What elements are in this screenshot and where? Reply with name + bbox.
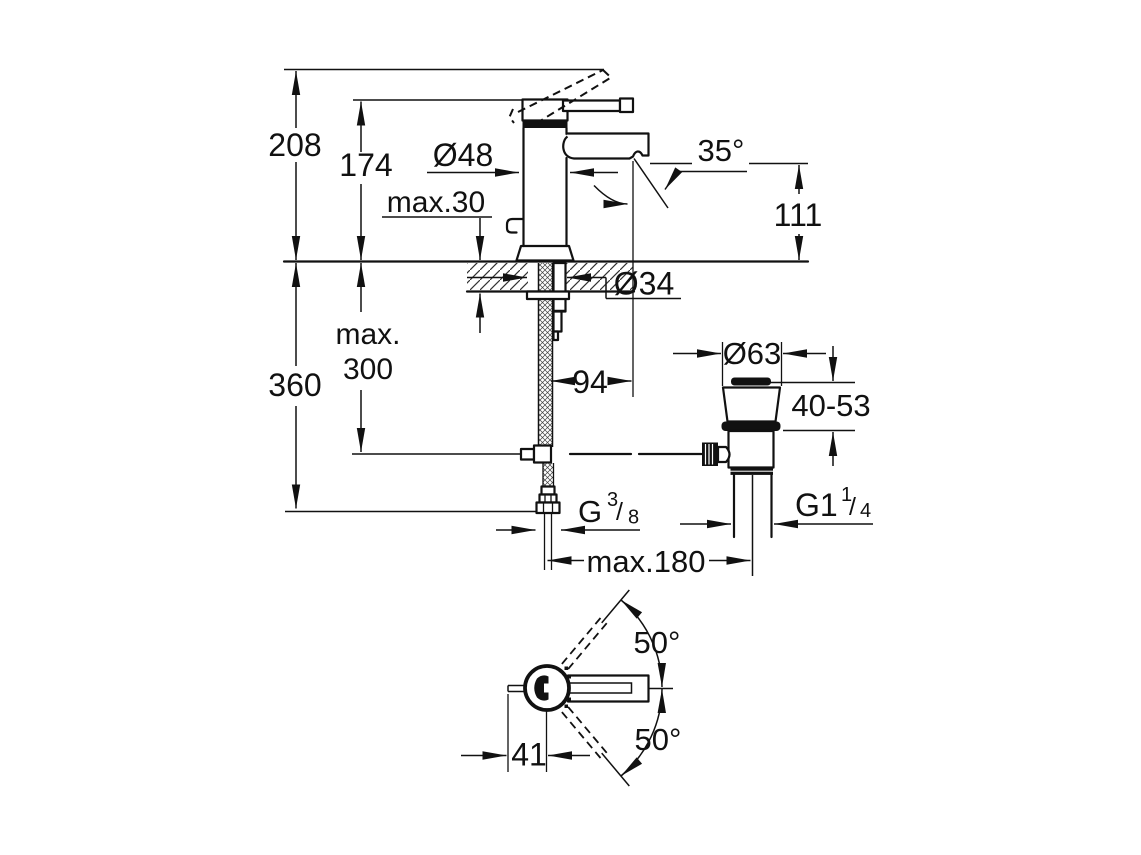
supply-thread-denominator: 8 [628, 507, 639, 529]
body-height-label: 174 [339, 147, 392, 183]
spout [562, 132, 650, 160]
dimension-angle-35: 35° [593, 133, 808, 209]
waste-plug [731, 377, 771, 386]
dimension-diameter-48: Ø48 [427, 137, 618, 177]
waste-thread-slash: / [849, 493, 856, 521]
swivel-angle-upper-label: 50° [634, 625, 681, 660]
cartridge-keyhole [534, 675, 549, 701]
total-height-label: 208 [268, 127, 321, 163]
dimension-swivel-upper-50: 50° [620, 599, 681, 688]
handle-swivel-upper [561, 589, 630, 670]
spout-outlet-height-label: 111 [774, 197, 823, 233]
deck-thickness-label: max.30 [387, 186, 485, 219]
waste-body [727, 429, 775, 469]
waste-thread-numerator: 1 [841, 484, 852, 506]
supply-thread-label: G [578, 494, 602, 529]
mounting-hole-diameter-label: Ø34 [614, 266, 674, 302]
dimension-swivel-lower-50: 50° [620, 688, 682, 777]
pop-up-rod-knob [505, 217, 525, 234]
dimension-max180: max.180 [547, 544, 751, 579]
spout-angle-label: 35° [698, 133, 745, 168]
faucet-side-view [505, 69, 650, 262]
handle-swivel-lower [561, 706, 630, 787]
supply-hose-assembly [352, 261, 703, 570]
faucet-base [515, 244, 575, 262]
hose-reach-label-line1: max. [335, 318, 400, 351]
dimension-g38-thread: G 3 / 8 [496, 489, 640, 535]
rod-coupling [532, 444, 553, 464]
supply-thread-slash: / [616, 498, 623, 526]
waste-gasket [721, 421, 781, 431]
pop-up-waste-assembly [702, 377, 782, 576]
supply-thread-numerator: 3 [607, 489, 618, 511]
dimension-174: 174 [339, 99, 522, 260]
waste-flange [721, 386, 782, 423]
handle-axis-offset-label: 41 [511, 737, 547, 773]
cartridge-housing [521, 98, 569, 122]
mounting-washer [525, 290, 571, 301]
waste-thread-label: G1 [795, 487, 838, 523]
dimension-41: 41 [461, 737, 590, 773]
dimension-diameter-63: Ø63 [673, 336, 826, 386]
dimension-94: 94 [551, 161, 634, 400]
dimension-diameter-34: Ø34 [467, 266, 681, 302]
dimension-max30: max.30 [382, 186, 492, 333]
body-diameter-label: Ø48 [433, 137, 493, 173]
hose-reach-label-line2: 300 [343, 353, 393, 386]
supply-connection-nut [535, 501, 561, 515]
waste-thread-denominator: 4 [860, 500, 871, 522]
spout-projection-label: 94 [572, 364, 608, 400]
dimension-g114-thread: G1 1 / 4 [680, 484, 873, 529]
waste-flange-diameter-label: Ø63 [723, 336, 782, 371]
rod-to-waste-distance-label: max.180 [587, 544, 706, 579]
clearance-below-deck-label: 360 [268, 367, 321, 403]
plan-view [507, 589, 673, 787]
dimension-360: 360 [268, 263, 537, 513]
basin-clamping-range-label: 40-53 [791, 388, 870, 423]
lever-handle-open-position [508, 69, 612, 125]
rod-clamp-knob [702, 442, 718, 466]
swivel-angle-lower-label: 50° [635, 722, 682, 757]
dimension-111: 111 [774, 165, 823, 260]
dimension-max300: max. 300 [335, 263, 401, 452]
dimension-208: 208 [268, 68, 604, 260]
body-cross-section [523, 664, 571, 712]
dimension-40-53: 40-53 [758, 346, 871, 466]
